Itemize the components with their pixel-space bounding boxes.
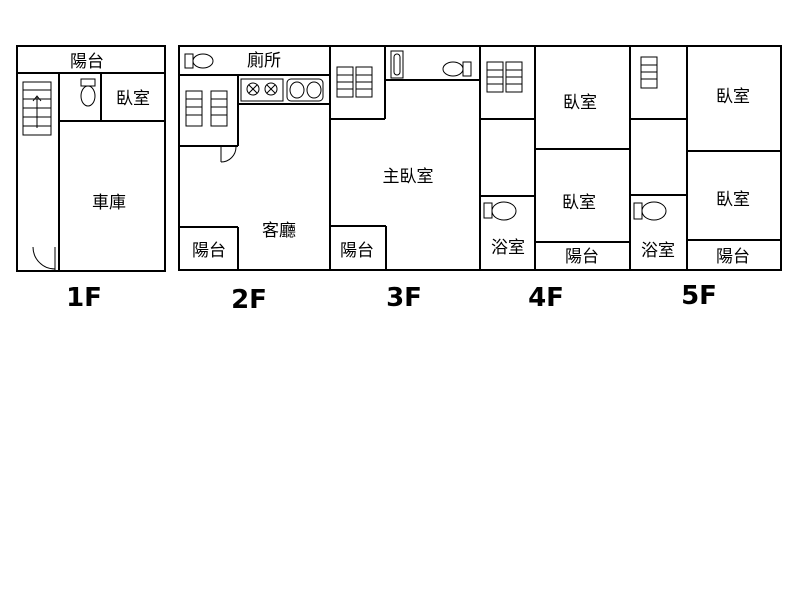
room-label: 客廳	[262, 221, 296, 241]
floor-1f: 陽台 臥室 車庫	[16, 45, 166, 272]
sink-icon	[286, 78, 324, 102]
floor-label: 2F	[231, 285, 267, 315]
room-label: 浴室	[491, 238, 525, 258]
room-label: 浴室	[641, 241, 675, 261]
floor-label: 5F	[681, 281, 717, 311]
stairs-icon	[336, 66, 373, 98]
room-label: 陽台	[716, 247, 750, 267]
toilet-icon	[184, 53, 214, 69]
floor-2f: 廁所 客廳 陽台	[178, 45, 331, 271]
floor-1f-outline	[16, 45, 166, 272]
room-label: 陽台	[70, 52, 104, 72]
floor-4f: 臥室 臥室 浴室 陽台	[479, 45, 631, 271]
room-label: 臥室	[716, 190, 750, 210]
bathtub-icon	[390, 50, 404, 79]
room-label: 陽台	[340, 241, 374, 261]
floor-label: 3F	[386, 283, 422, 313]
stairs-icon	[486, 61, 523, 93]
toilet-icon	[442, 61, 472, 77]
room-label: 陽台	[192, 241, 226, 261]
floor-3f: 主臥室 陽台	[329, 45, 481, 271]
room-label: 臥室	[563, 93, 597, 113]
toilet-icon	[633, 201, 667, 221]
door-swing-icon	[220, 146, 237, 163]
room-label: 廁所	[247, 50, 281, 71]
room-label: 臥室	[716, 87, 750, 107]
stairs-icon	[22, 81, 52, 136]
toilet-icon	[483, 201, 517, 221]
floor-label: 1F	[66, 283, 102, 313]
stairs-icon	[185, 90, 228, 127]
floor-5f: 臥室 臥室 浴室 陽台	[629, 45, 782, 271]
room-label: 主臥室	[383, 167, 434, 187]
stove-icon	[240, 78, 284, 102]
stairs-icon	[640, 56, 658, 89]
room-label: 陽台	[565, 247, 599, 267]
room-label: 臥室	[562, 193, 596, 213]
toilet-icon	[80, 78, 96, 107]
room-label: 車庫	[92, 193, 126, 213]
room-label: 臥室	[116, 89, 150, 109]
floor-5f-outline	[629, 45, 782, 271]
door-swing-icon	[32, 246, 56, 270]
floor-label: 4F	[528, 283, 564, 313]
